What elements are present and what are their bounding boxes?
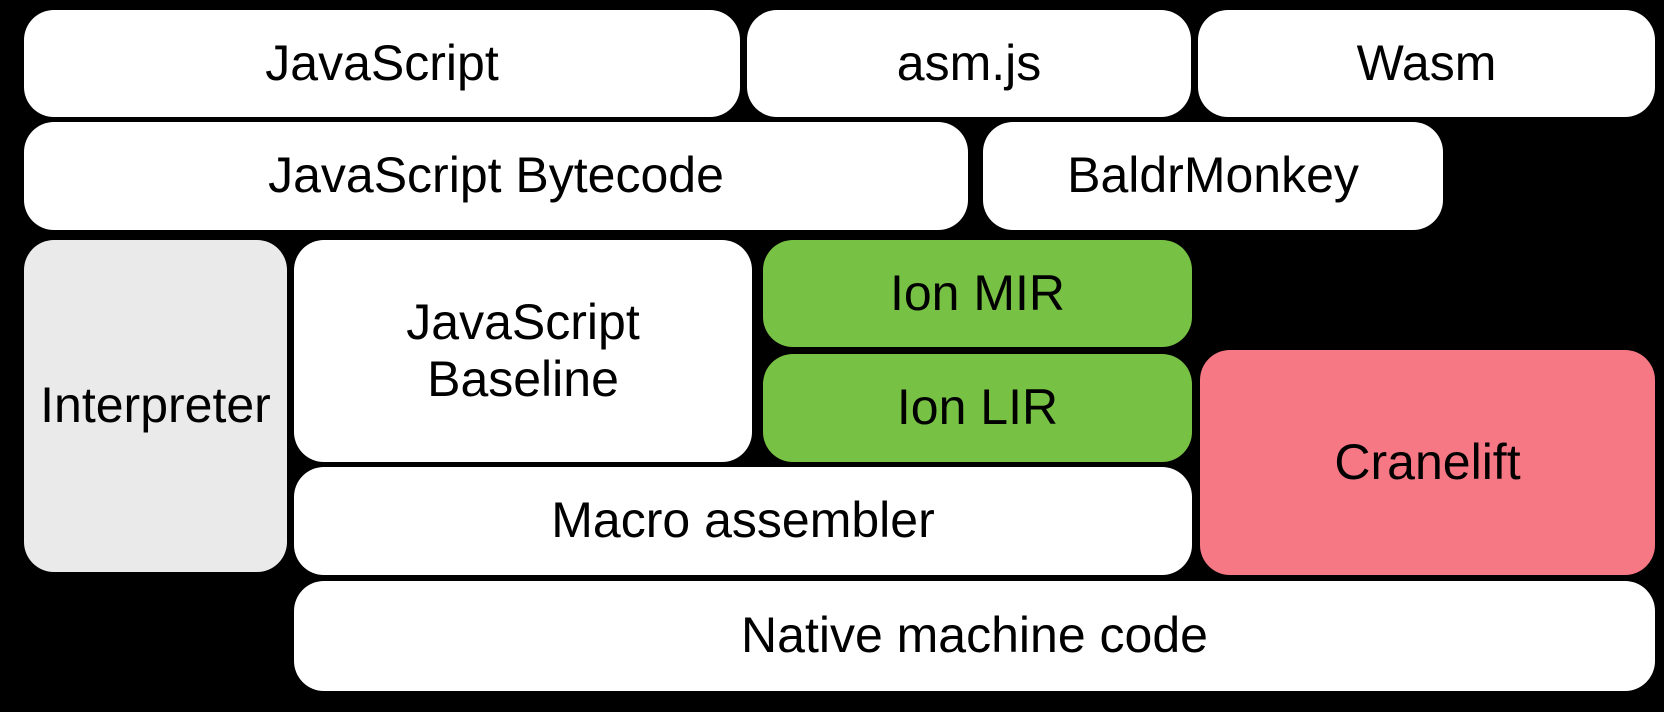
node-interpreter: Interpreter — [24, 240, 287, 572]
node-native-machine-code: Native machine code — [294, 581, 1655, 691]
node-ion-mir-label: Ion MIR — [889, 264, 1066, 321]
node-javascript-baseline: JavaScript Baseline — [294, 240, 752, 462]
node-baldrmonkey-label: BaldrMonkey — [1067, 147, 1359, 204]
node-javascript: JavaScript — [24, 10, 740, 117]
node-wasm: Wasm — [1198, 10, 1655, 117]
node-baldrmonkey: BaldrMonkey — [983, 122, 1443, 230]
node-ion-mir: Ion MIR — [763, 240, 1192, 347]
node-asmjs: asm.js — [747, 10, 1191, 117]
node-javascript-baseline-label: JavaScript Baseline — [406, 293, 640, 408]
node-macro-assembler: Macro assembler — [294, 467, 1192, 575]
node-javascript-bytecode: JavaScript Bytecode — [24, 122, 968, 230]
node-ion-lir-label: Ion LIR — [896, 379, 1059, 436]
node-cranelift-label: Cranelift — [1334, 433, 1521, 490]
node-native-machine-code-label: Native machine code — [741, 607, 1208, 664]
node-macro-assembler-label: Macro assembler — [551, 492, 935, 549]
node-javascript-bytecode-label: JavaScript Bytecode — [268, 147, 724, 204]
node-interpreter-label: Interpreter — [40, 377, 271, 434]
node-javascript-label: JavaScript — [265, 34, 499, 91]
node-cranelift: Cranelift — [1200, 350, 1655, 575]
node-ion-lir: Ion LIR — [763, 354, 1192, 462]
node-asmjs-label: asm.js — [896, 34, 1042, 91]
node-wasm-label: Wasm — [1356, 34, 1497, 91]
